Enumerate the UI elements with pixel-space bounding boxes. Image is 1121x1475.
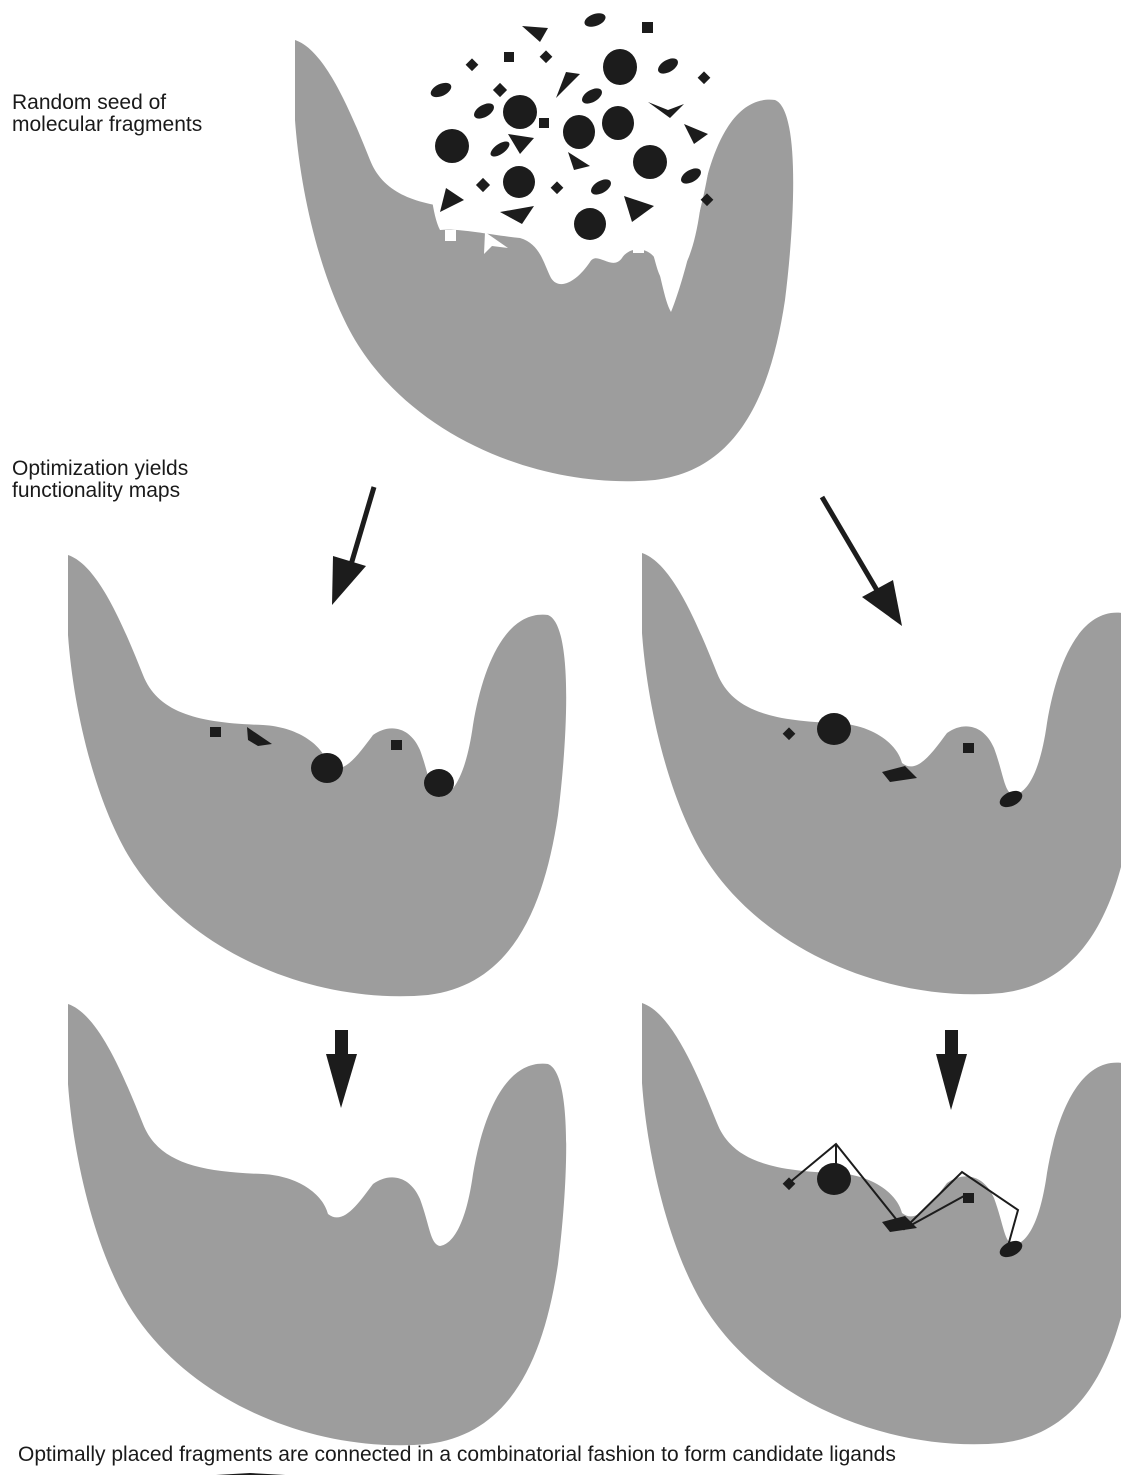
receptor-bottom-right [642,1003,1121,1444]
receptor-middle-right [642,553,1121,994]
receptor-bottom-left [68,1004,566,1445]
pocket-bottom-right [642,1003,1121,1444]
pocket-bottom-left [68,1004,566,1445]
pocket-middle-right [642,553,1121,994]
arrow-down-left [332,487,374,605]
arrow-down-small-right [936,1030,967,1110]
arrow-down-small-left [326,1030,357,1108]
arrow-down-right [822,497,902,626]
